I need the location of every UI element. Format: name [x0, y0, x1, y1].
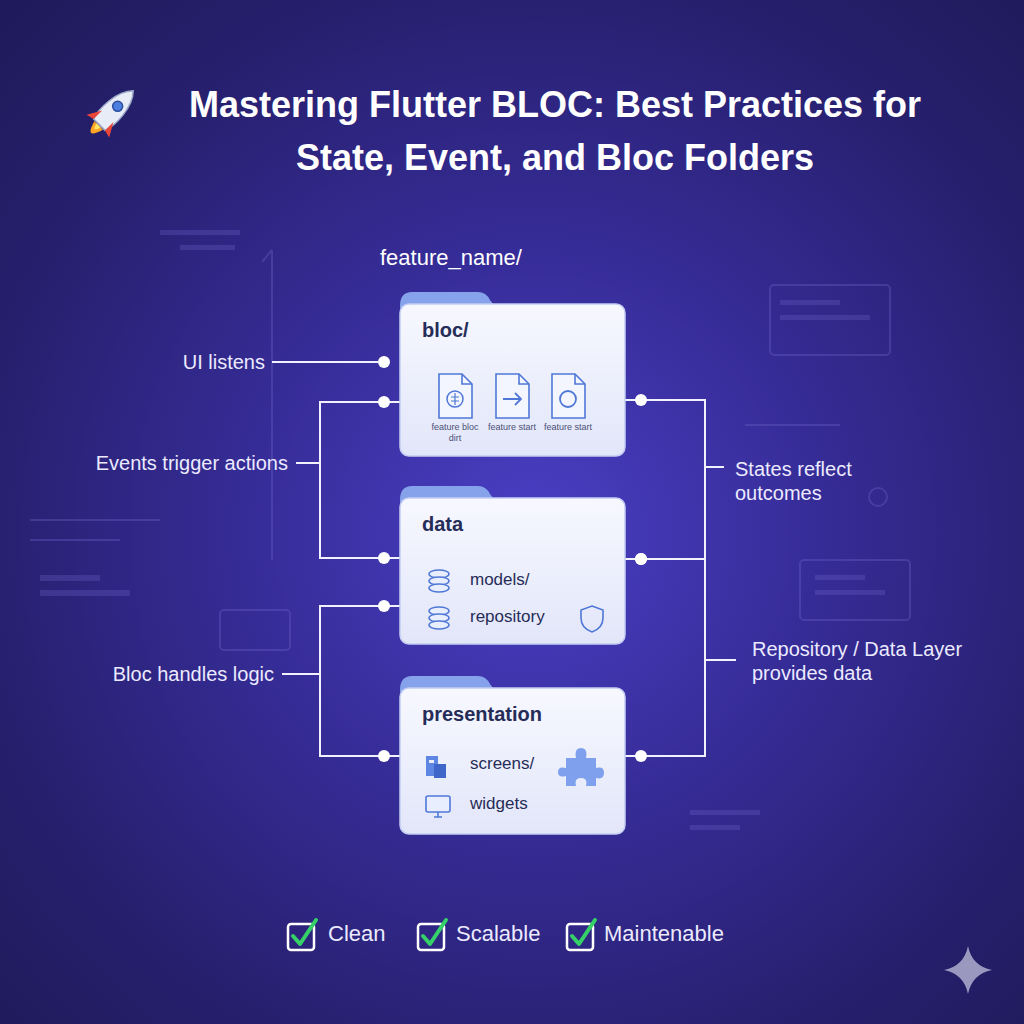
db-icon — [426, 568, 456, 598]
file-icon — [436, 372, 476, 420]
connector-dot — [635, 394, 647, 406]
bracket-connector — [625, 559, 705, 756]
connector-dot — [378, 356, 390, 368]
file-icon — [549, 372, 589, 420]
title: Mastering Flutter BLOC: Best Practices f… — [150, 78, 960, 184]
connector-dot — [635, 553, 647, 565]
bracket-connector — [320, 606, 400, 756]
file-name: feature start — [483, 422, 541, 433]
file-name: models/ — [470, 570, 530, 590]
callout-text: Repository / Data Layer provides data — [752, 637, 1004, 685]
file-icon — [493, 372, 533, 420]
connector-dot — [378, 552, 390, 564]
file-name: repository — [470, 607, 545, 627]
folder-path: feature_name/ — [380, 245, 640, 271]
db-icon — [426, 605, 456, 635]
quality-tag: Scalable — [456, 921, 561, 947]
puzzle-icon — [558, 742, 604, 788]
file-name: widgets — [470, 794, 528, 814]
bracket-connector — [320, 402, 400, 558]
shield-icon — [578, 604, 608, 634]
file-name: screens/ — [470, 754, 534, 774]
file-name: feature start — [539, 422, 597, 433]
connector-dot — [378, 396, 390, 408]
monitor-icon — [424, 792, 454, 822]
folder-box: presentation screens/widgets — [400, 676, 625, 834]
connector-dot — [378, 750, 390, 762]
folder-box: data models/repository — [400, 486, 625, 644]
file-name: feature bloc dirt — [426, 422, 484, 444]
connector-dot — [635, 553, 647, 565]
connector-dot — [378, 600, 390, 612]
connector-dot — [635, 750, 647, 762]
bracket-connector — [625, 400, 705, 559]
callout-text: Events trigger actions — [20, 451, 288, 475]
callout-text: States reflect outcomes — [735, 457, 905, 505]
quality-tag: Clean — [328, 921, 408, 947]
rocket-icon — [80, 79, 145, 144]
quality-tag: Maintenable — [604, 921, 764, 947]
screen-icon — [424, 752, 454, 782]
callout-text: UI listens — [60, 350, 265, 374]
folder-title: data — [422, 512, 463, 536]
callout-text: Bloc handles logic — [40, 662, 274, 686]
folder-title: presentation — [422, 702, 542, 726]
folder-box: bloc/feature bloc dirtfeature startfeatu… — [400, 292, 625, 456]
folder-title: bloc/ — [422, 318, 469, 342]
